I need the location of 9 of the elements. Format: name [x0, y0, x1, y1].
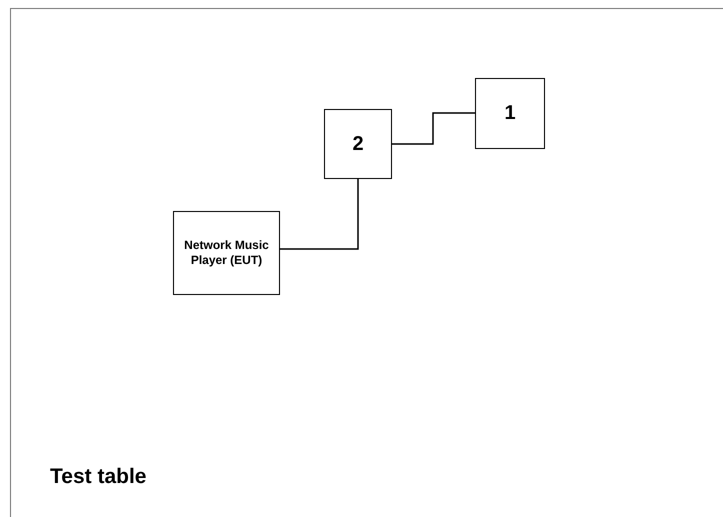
device-label: 2 [352, 132, 364, 156]
device-label: Network Music Player (EUT) [183, 238, 270, 268]
device-box [475, 78, 545, 149]
connection-line [280, 179, 359, 250]
device-box [173, 211, 280, 295]
device-label: 1 [504, 101, 516, 126]
device-box [324, 109, 392, 179]
caption-text: Test table [50, 465, 146, 489]
connection-line [392, 112, 475, 145]
